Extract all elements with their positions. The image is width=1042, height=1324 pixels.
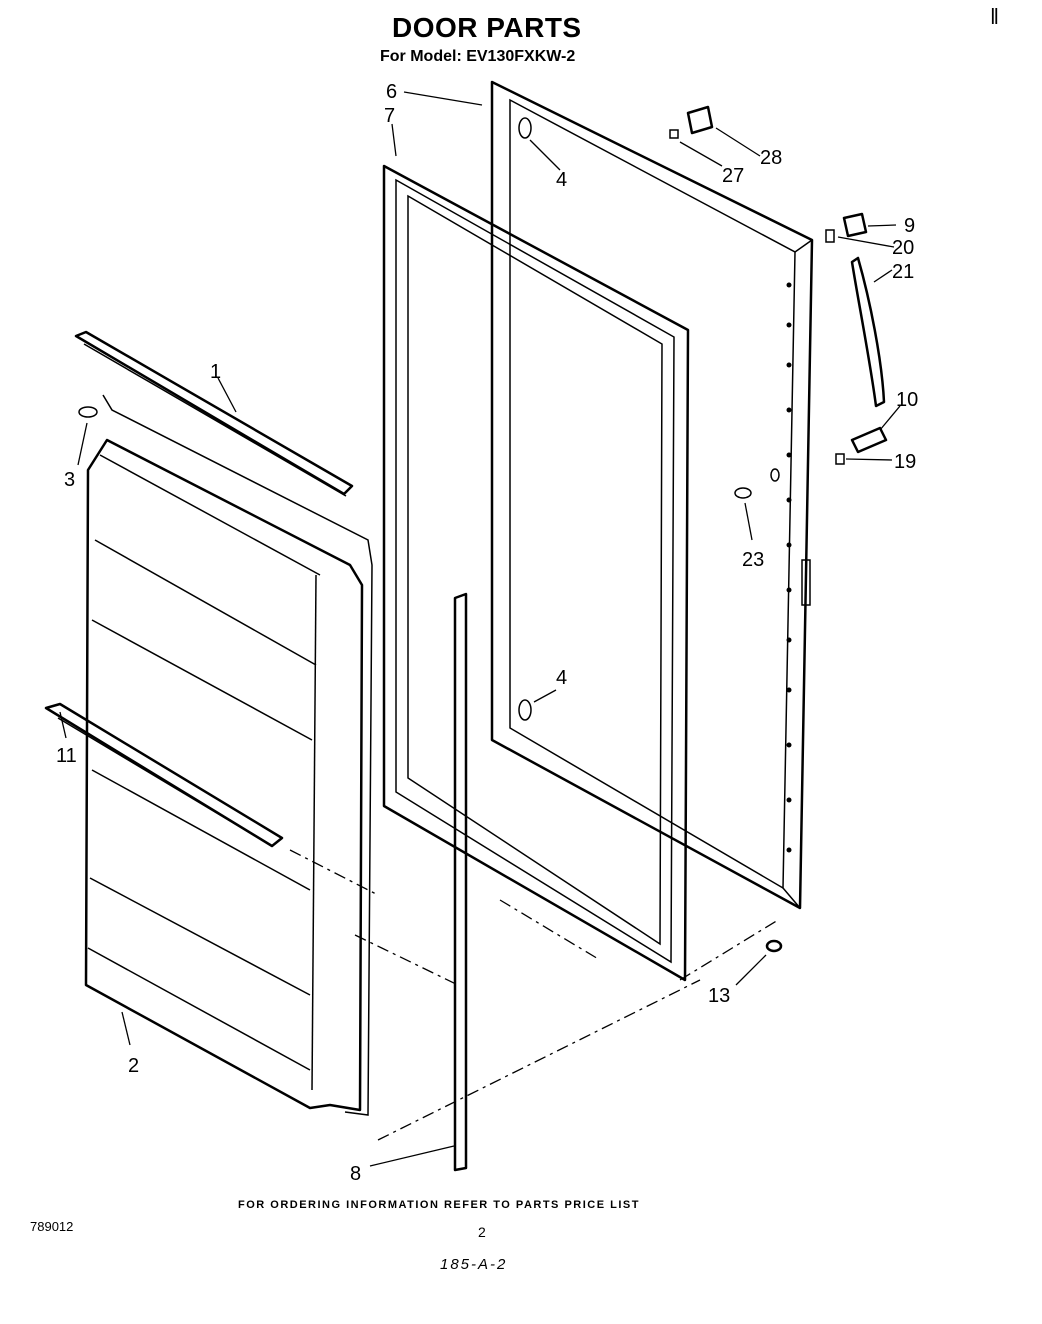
inner-door-panel (84, 394, 373, 1116)
callout-8: 8 (350, 1163, 361, 1185)
callout-19: 19 (894, 451, 916, 473)
assembly-lines (289, 849, 779, 1141)
door-handle (850, 256, 886, 408)
upper-hinge (825, 212, 868, 243)
callout-4-top: 4 (556, 169, 567, 191)
callout-21: 21 (892, 261, 914, 283)
outer-door-frame (490, 80, 814, 910)
callout-4-bottom: 4 (556, 667, 567, 689)
screw-part (78, 406, 98, 418)
gasket-strip (453, 592, 468, 1172)
shelf-bar (44, 702, 284, 848)
callout-2: 2 (128, 1055, 139, 1077)
callout-27: 27 (722, 165, 744, 187)
callout-1: 1 (210, 361, 221, 383)
top-shelf-rail (74, 330, 354, 497)
screw-23 (734, 468, 780, 499)
ordering-note: FOR ORDERING INFORMATION REFER TO PARTS … (238, 1199, 640, 1211)
lower-hinge (835, 426, 888, 465)
callout-9: 9 (904, 215, 915, 237)
reference-code: 185-A-2 (440, 1256, 508, 1273)
callout-23: 23 (742, 549, 764, 571)
callout-10: 10 (896, 389, 918, 411)
model-line: For Model: EV130FXKW-2 (380, 48, 576, 65)
callout-13: 13 (708, 985, 730, 1007)
leader-lines (59, 91, 901, 1167)
callout-6: 6 (386, 81, 397, 103)
callout-20: 20 (892, 237, 914, 259)
catalog-number: 789012 (30, 1219, 74, 1234)
door-liner-frame (382, 164, 690, 982)
cap-13 (765, 939, 783, 953)
page-title: DOOR PARTS (392, 12, 582, 43)
callout-11: 11 (56, 745, 77, 767)
corner-mark: ‖ (990, 4, 1000, 29)
callout-3: 3 (64, 469, 75, 491)
callout-7: 7 (384, 105, 395, 127)
page-number: 2 (478, 1224, 486, 1240)
callout-28: 28 (760, 147, 782, 169)
bracket-parts (669, 105, 714, 139)
